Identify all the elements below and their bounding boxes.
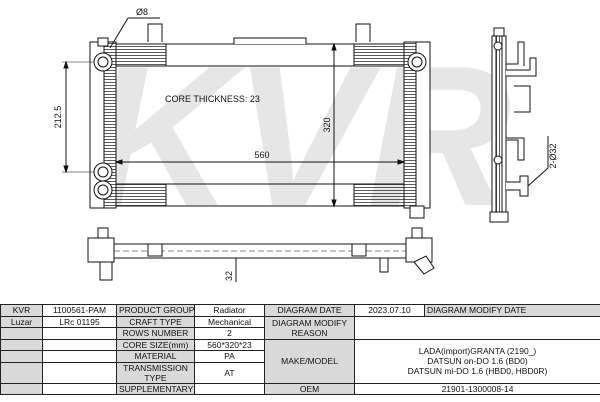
diagram-modify-date-label: DIAGRAM MODIFY DATE (424, 304, 600, 317)
supplementary-label: SUPPLEMENTARY (116, 382, 195, 395)
product-group-label: PRODUCT GROUP (116, 304, 195, 317)
empty-cell (42, 382, 117, 395)
table-row: TRANSMISSION TYPE AT (0, 361, 600, 384)
table-row: ROWS NUMBER 2 (0, 327, 600, 340)
diagram-modify-reason-label: DIAGRAM MODIFY REASON (264, 315, 355, 340)
empty-cell (0, 350, 43, 363)
empty-cell (42, 327, 117, 340)
diagram-date-value: 2023.07.10 (354, 304, 425, 317)
make-model-line: LADA(import)GRANTA (2190_) (418, 346, 537, 356)
core-height-dimension-label: 320 (322, 117, 332, 132)
cross-part-no-cell: LRc 01195 (42, 315, 117, 328)
bottom-view (87, 227, 435, 282)
oem-label: OEM (264, 382, 355, 395)
rows-number-value: 2 (194, 327, 265, 340)
height-dimension-label: 212.5 (53, 106, 63, 129)
material-label: MATERIAL (116, 350, 195, 363)
product-group-value: Radiator (194, 304, 265, 317)
rows-number-label: ROWS NUMBER (116, 327, 195, 340)
table-row: SUPPLEMENTARY OEM 21901-1300008-14 (0, 382, 600, 395)
radiator-drawing: KVR (53, 7, 558, 282)
diagram-modify-reason-value (354, 315, 600, 340)
cross-brand-cell: Luzar (0, 315, 43, 328)
empty-cell (42, 361, 117, 384)
make-model-label: MAKE/MODEL (264, 338, 355, 384)
make-model-value: LADA(import)GRANTA (2190_) DATSUN on-DO … (354, 338, 600, 384)
table-row: Luzar LRc 01195 CRAFT TYPE Mechanical DI… (0, 315, 600, 340)
side-view (489, 27, 549, 223)
empty-cell (42, 350, 117, 363)
make-model-line: DATSUN mi-DO 1.6 (HBD0, HBD0R) (407, 366, 548, 376)
core-size-value: 560*320*23 (194, 338, 265, 351)
supplementary-value (194, 382, 265, 395)
transmission-type-value: AT (194, 361, 265, 384)
diagram-date-label: DIAGRAM DATE (264, 304, 355, 317)
craft-type-label: CRAFT TYPE (116, 315, 195, 328)
table-row: CORE SIZE(mm) 560*320*23 MAKE/MODEL LADA… (0, 338, 600, 384)
oem-value: 21901-1300008-14 (354, 382, 600, 395)
side-pipe-dimension-label: 2-Ø32 (548, 143, 558, 168)
table-row: KVR 1100561-PAM PRODUCT GROUP Radiator D… (0, 304, 600, 317)
material-value: PA (194, 350, 265, 363)
front-view (62, 17, 431, 219)
transmission-type-label: TRANSMISSION TYPE (116, 361, 195, 384)
empty-cell (42, 338, 117, 351)
pipe-diameter-label: Ø8 (136, 7, 148, 17)
craft-type-value: Mechanical (194, 315, 265, 328)
empty-cell (0, 382, 43, 395)
core-width-dimension-label: 560 (254, 150, 269, 160)
core-size-label: CORE SIZE(mm) (116, 338, 195, 351)
empty-cell (0, 361, 43, 384)
part-no-cell: 1100561-PAM (42, 304, 117, 317)
spec-table: KVR 1100561-PAM PRODUCT GROUP Radiator D… (0, 304, 600, 395)
brand-cell: KVR (0, 304, 43, 317)
empty-cell (0, 338, 43, 351)
depth-dimension-label: 32 (224, 271, 234, 281)
make-model-line: DATSUN on-DO 1.6 (BD0) (427, 356, 528, 366)
empty-cell (0, 327, 43, 340)
core-thickness-note: CORE THICKNESS: 23 (165, 94, 260, 104)
